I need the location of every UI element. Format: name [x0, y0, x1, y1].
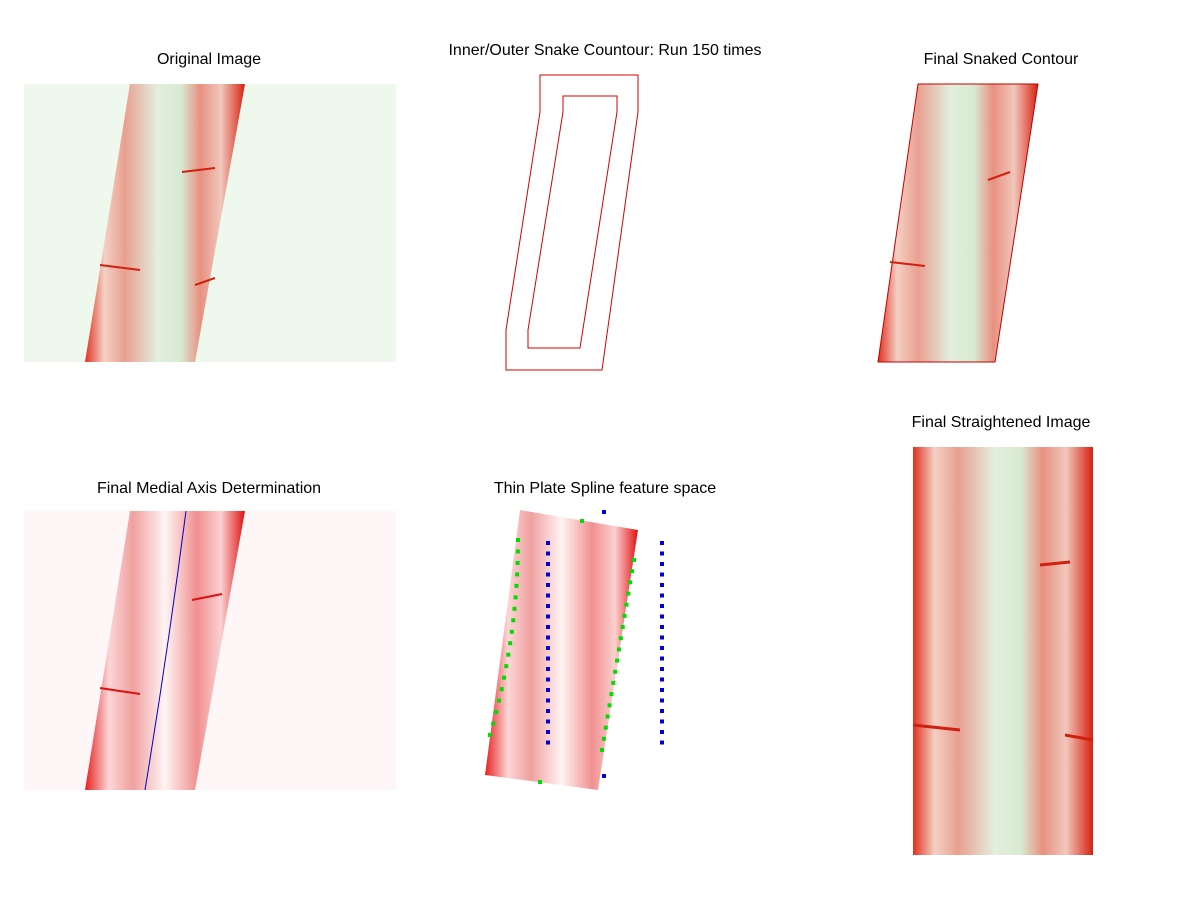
green-marker: [488, 733, 492, 737]
green-marker: [622, 613, 627, 618]
blue-marker: [546, 740, 550, 745]
green-marker: [506, 652, 511, 657]
blue-marker: [546, 730, 550, 734]
snake-contours: [505, 74, 639, 371]
blue-marker: [546, 614, 550, 619]
green-marker: [607, 703, 612, 708]
green-marker: [609, 692, 614, 697]
green-marker: [502, 675, 507, 680]
blue-marker: [546, 677, 550, 682]
blue-marker: [546, 562, 550, 566]
panel-title-final-snaked: Final Snaked Contour: [923, 51, 1079, 68]
blue-marker: [660, 730, 664, 734]
panel-title-original: Original Image: [156, 51, 262, 68]
blue-marker: [660, 646, 664, 650]
blue-marker: [546, 719, 550, 724]
green-marker: [615, 658, 620, 663]
medial-axis-image: [24, 510, 396, 791]
panel-title-snake-contour: Inner/Outer Snake Countour: Run 150 time…: [448, 42, 762, 59]
blue-marker: [660, 688, 664, 692]
green-marker: [605, 714, 610, 719]
blue-marker: [546, 583, 550, 587]
blue-marker: [546, 635, 550, 640]
blue-marker: [660, 614, 664, 619]
tps-feature-space: [485, 510, 664, 790]
blue-marker: [546, 688, 550, 692]
blue-marker: [660, 635, 664, 640]
green-marker: [515, 572, 520, 577]
blue-marker: [660, 551, 664, 556]
green-marker: [515, 549, 520, 554]
green-marker: [491, 721, 496, 726]
straightened-image: [912, 447, 1094, 855]
green-marker: [511, 618, 516, 623]
blue-marker: [660, 604, 664, 608]
green-marker: [509, 629, 514, 634]
green-marker: [580, 519, 584, 523]
green-marker: [628, 580, 633, 585]
green-marker: [600, 748, 604, 752]
blue-marker: [660, 562, 664, 566]
blue-marker: [660, 572, 664, 577]
inner-contour: [527, 95, 618, 349]
blue-marker: [660, 740, 664, 745]
panel-title-straightened: Final Straightened Image: [911, 414, 1091, 431]
blue-marker: [660, 677, 664, 682]
outer-contour: [505, 74, 639, 371]
blue-marker: [660, 541, 664, 545]
green-marker: [508, 641, 513, 646]
blue-marker: [660, 698, 664, 703]
green-marker: [624, 602, 629, 607]
green-marker: [630, 569, 635, 574]
green-marker: [616, 647, 621, 652]
green-marker: [538, 780, 542, 784]
blue-marker: [660, 667, 664, 671]
final-snaked-image: [877, 83, 1039, 363]
blue-marker: [660, 719, 664, 724]
green-marker: [516, 538, 520, 542]
green-marker: [613, 669, 618, 674]
blue-marker: [546, 709, 550, 713]
medial-axis-line: [144, 510, 187, 791]
blue-marker: [546, 646, 550, 650]
green-marker: [632, 558, 636, 562]
blue-marker: [546, 593, 550, 598]
green-marker: [620, 625, 625, 630]
panel-title-medial-axis: Final Medial Axis Determination: [96, 480, 322, 497]
blue-marker: [602, 510, 606, 514]
green-marker: [504, 664, 509, 669]
green-marker: [618, 636, 623, 641]
blue-marker: [546, 698, 550, 703]
green-marker: [497, 698, 502, 703]
blue-marker: [546, 656, 550, 661]
blue-marker: [660, 625, 664, 629]
blue-marker: [546, 541, 550, 545]
green-marker: [515, 560, 520, 565]
blue-marker: [660, 583, 664, 587]
green-marker: [499, 687, 504, 692]
green-marker: [514, 583, 519, 588]
green-marker: [601, 736, 606, 741]
blue-marker: [660, 593, 664, 598]
green-marker: [513, 595, 518, 600]
blue-marker: [660, 709, 664, 713]
blue-marker: [546, 604, 550, 608]
original-image: [24, 84, 396, 362]
green-marker: [626, 591, 631, 596]
green-marker: [611, 680, 616, 685]
blue-marker: [546, 625, 550, 629]
panel-title-tps: Thin Plate Spline feature space: [493, 480, 717, 497]
blue-marker: [602, 774, 606, 778]
green-marker: [603, 725, 608, 730]
blue-marker: [546, 572, 550, 577]
blue-marker: [660, 656, 664, 661]
blue-marker: [546, 667, 550, 671]
blue-marker: [546, 551, 550, 556]
green-marker: [494, 710, 499, 715]
green-marker: [512, 606, 517, 611]
